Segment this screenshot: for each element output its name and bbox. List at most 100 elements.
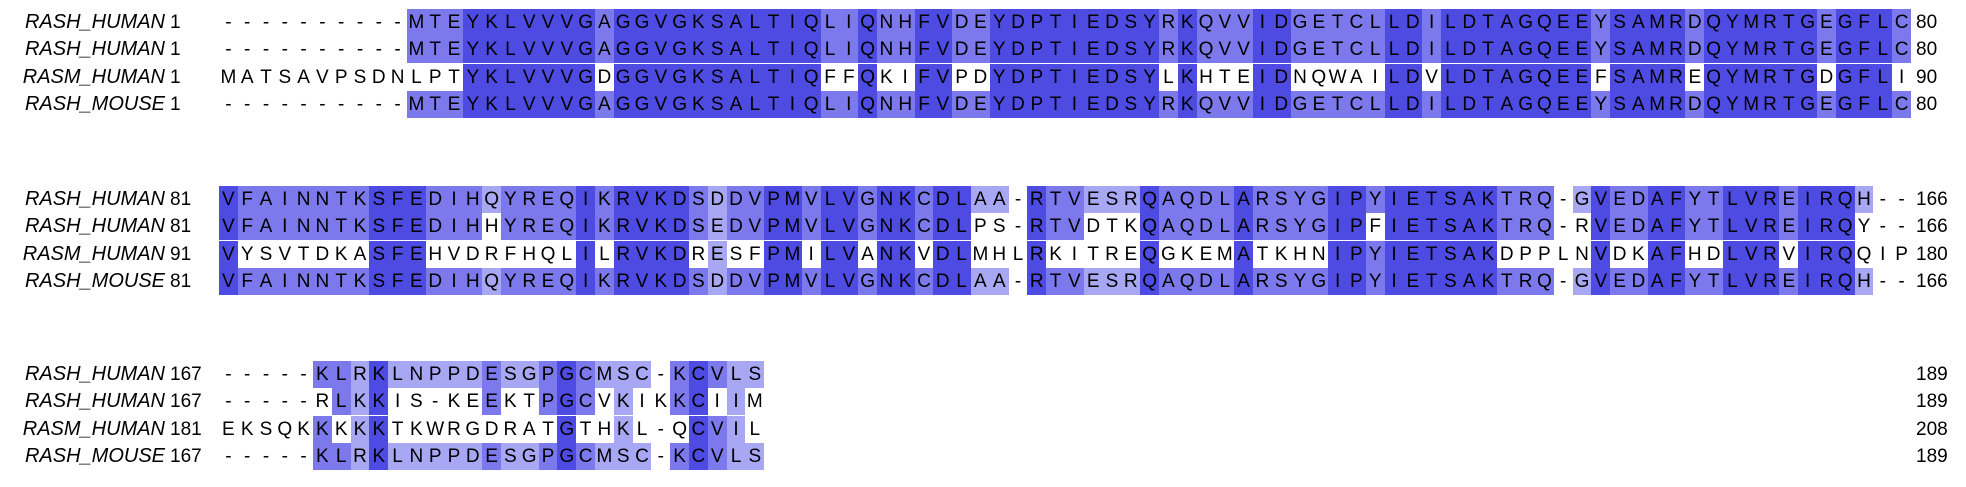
residue-cell: M [1647, 9, 1667, 36]
residue-cell: Y [1591, 9, 1611, 36]
residue-cell: T [1422, 186, 1441, 213]
residue-cell: K [613, 388, 633, 416]
residue-cell: K [482, 91, 501, 119]
residue-cell: E [1779, 268, 1799, 296]
residue-cell: K [482, 36, 501, 64]
residue-cell: V [1741, 213, 1761, 241]
residue-cell: A [256, 186, 276, 213]
end-position: 208 [1916, 418, 1948, 440]
start-position: 1 [170, 94, 181, 116]
residue-cell: P [974, 216, 987, 238]
residue-cell: A [971, 186, 990, 213]
residue-cell: Y [463, 36, 483, 64]
residue-cell: I [1328, 240, 1347, 268]
residue-cell: V [1741, 240, 1761, 268]
residue-cell: N [294, 186, 313, 213]
residue-cell: M [407, 9, 426, 36]
residue-cell: Y [1685, 268, 1705, 296]
residue-cell: N [877, 268, 896, 296]
residue-cell: S [689, 213, 708, 241]
residue-cell: P [1895, 243, 1908, 265]
residue-cell: Q [557, 186, 577, 213]
residue-cell: Q [1311, 66, 1327, 88]
residue-cell: D [1685, 36, 1705, 64]
residue-cell: K [369, 415, 389, 443]
residue-cell: P [1347, 186, 1366, 213]
residue-cell: T [331, 268, 351, 296]
start-position: 181 [170, 418, 202, 440]
residue-cell: D [1499, 243, 1514, 265]
residue-cell: L [745, 36, 765, 64]
start-position: 167 [170, 446, 202, 468]
residue-cell: D [1086, 216, 1101, 238]
residue-cell: C [914, 186, 934, 213]
end-position: 80 [1916, 94, 1938, 116]
gap-cell: - [244, 12, 251, 33]
gap-cell: - [225, 364, 232, 385]
residue-cell: N [1311, 243, 1326, 265]
gap-cell: - [338, 12, 345, 33]
gap-cell: - [281, 364, 288, 385]
residue-cell: Y [1591, 91, 1611, 119]
residue-cell: Y [1140, 63, 1159, 91]
residue-cell: A [1497, 9, 1517, 36]
residue-cell: K [670, 361, 689, 388]
residue-cell: R [1516, 268, 1535, 296]
start-position: 1 [170, 12, 181, 33]
residue-cell: Q [1177, 268, 1197, 296]
residue-cell: I [394, 391, 401, 413]
residue-cell: C [914, 268, 934, 296]
gap-cell: - [225, 446, 232, 468]
residue-cell: T [1497, 213, 1517, 241]
residue-cell: D [1008, 63, 1028, 91]
residue-cell: L [745, 9, 765, 36]
residue-cell: T [1704, 186, 1723, 213]
residue-cell: S [1610, 9, 1629, 36]
residue-cell: F [842, 66, 855, 88]
residue-cell: V [1234, 36, 1253, 64]
residue-cell: Q [1140, 213, 1159, 241]
residue-cell: L [1723, 186, 1742, 213]
residue-cell: D [933, 268, 953, 296]
residue-cell: P [764, 268, 783, 296]
residue-cell: L [726, 443, 746, 471]
residue-cell: G [670, 36, 689, 64]
residue-cell: H [895, 36, 915, 64]
residue-cell: L [1723, 268, 1742, 296]
residue-cell: Q [1704, 36, 1723, 64]
residue-cell: S [707, 36, 727, 64]
sequence-name: RASH_MOUSE [24, 445, 165, 468]
residue-cell: K [350, 186, 370, 213]
residue-cell: K [334, 418, 348, 440]
residue-cell: V [933, 9, 953, 36]
residue-cell: M [1647, 36, 1667, 64]
gap-cell: - [262, 446, 270, 468]
residue-cell: T [1478, 91, 1498, 119]
residue-cell: I [839, 36, 859, 64]
residue-cell: G [632, 9, 652, 36]
residue-cell: D [371, 66, 386, 88]
residue-cell: R [613, 186, 633, 213]
residue-cell: P [1347, 213, 1366, 241]
residue-cell: A [1647, 213, 1667, 241]
residue-cell: N [407, 361, 426, 388]
residue-cell: D [1102, 9, 1122, 36]
residue-cell: D [670, 240, 689, 268]
residue-cell: I [1253, 9, 1272, 36]
residue-cell: R [447, 418, 461, 440]
gap-cell: - [319, 39, 326, 61]
residue-cell: L [1384, 36, 1404, 64]
residue-cell: M [220, 66, 237, 88]
residue-cell: L [501, 9, 520, 36]
residue-cell: H [1854, 268, 1874, 296]
residue-cell: M [1647, 63, 1667, 91]
residue-cell: G [1572, 186, 1592, 213]
residue-cell: P [444, 361, 464, 388]
residue-cell: E [1572, 63, 1592, 91]
residue-cell: Y [1685, 213, 1705, 241]
residue-cell: I [576, 268, 595, 296]
residue-cell: G [576, 91, 595, 119]
residue-cell: Y [1365, 240, 1385, 268]
residue-cell: L [820, 213, 840, 241]
residue-cell: D [463, 443, 483, 471]
